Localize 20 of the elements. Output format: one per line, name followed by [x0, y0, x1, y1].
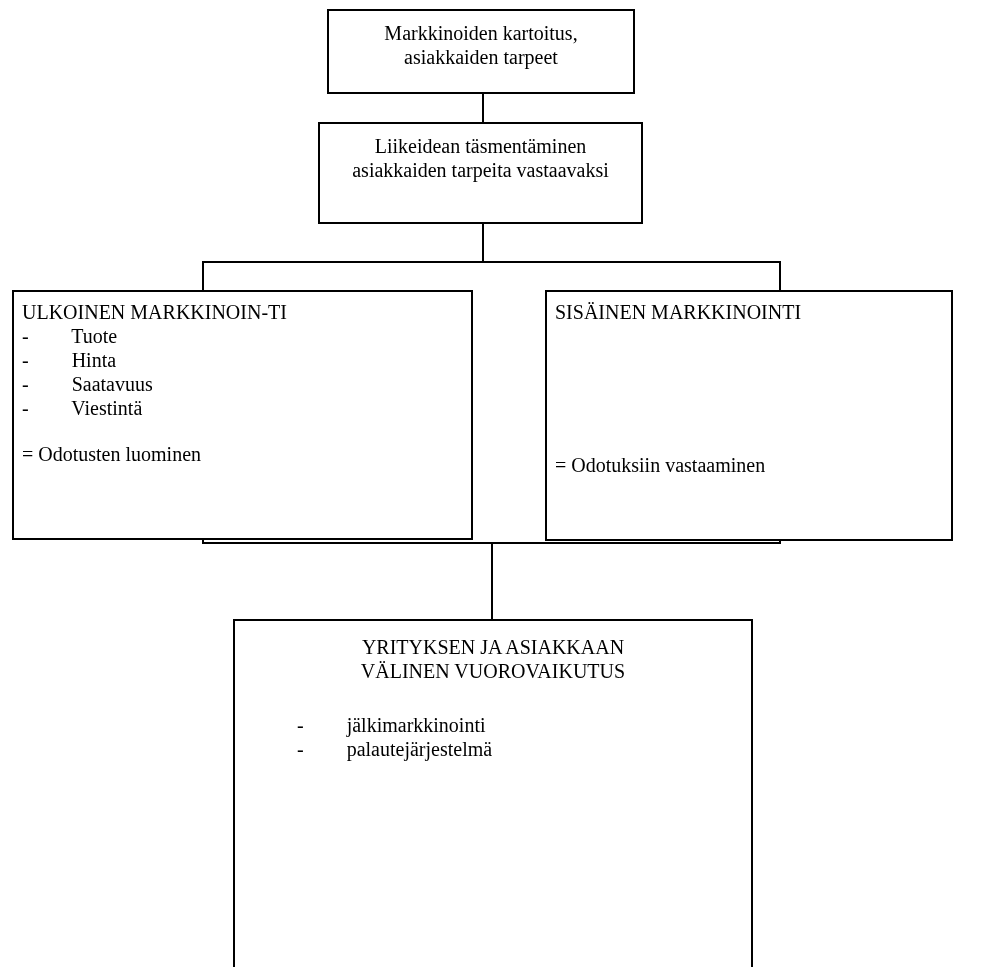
process-box [233, 619, 753, 967]
process-box [327, 9, 635, 94]
box-heading: ULKOINEN MARKKINOIN-TI [22, 300, 288, 324]
box-text: = Odotusten luominen [22, 442, 203, 466]
list-item: - Viestintä [22, 396, 144, 420]
process-box [545, 290, 953, 541]
process-box [12, 290, 473, 540]
list-item: - Tuote [22, 324, 119, 348]
list-item: - palautejärjestelmä [296, 737, 494, 761]
connector-line [482, 93, 484, 123]
list-item: - Hinta [22, 348, 118, 372]
connector-line [482, 223, 781, 291]
box-heading: SISÄINEN MARKKINOINTI [555, 300, 803, 324]
box-heading: YRITYKSEN JA ASIAKKAAN VÄLINEN VUOROVAIKUTUS [359, 635, 627, 683]
process-box [318, 122, 643, 224]
box-text: Liikeidean täsmentäminen asiakkaiden tarpeita vastaavaksi [351, 134, 610, 182]
list-item: - Saatavuus [22, 372, 154, 396]
list-item: - jälkimarkkinointi [296, 713, 487, 737]
box-text: Markkinoiden kartoitus, asiakkaiden tarpeet [383, 21, 579, 69]
box-text: = Odotuksiin vastaaminen [555, 453, 767, 477]
